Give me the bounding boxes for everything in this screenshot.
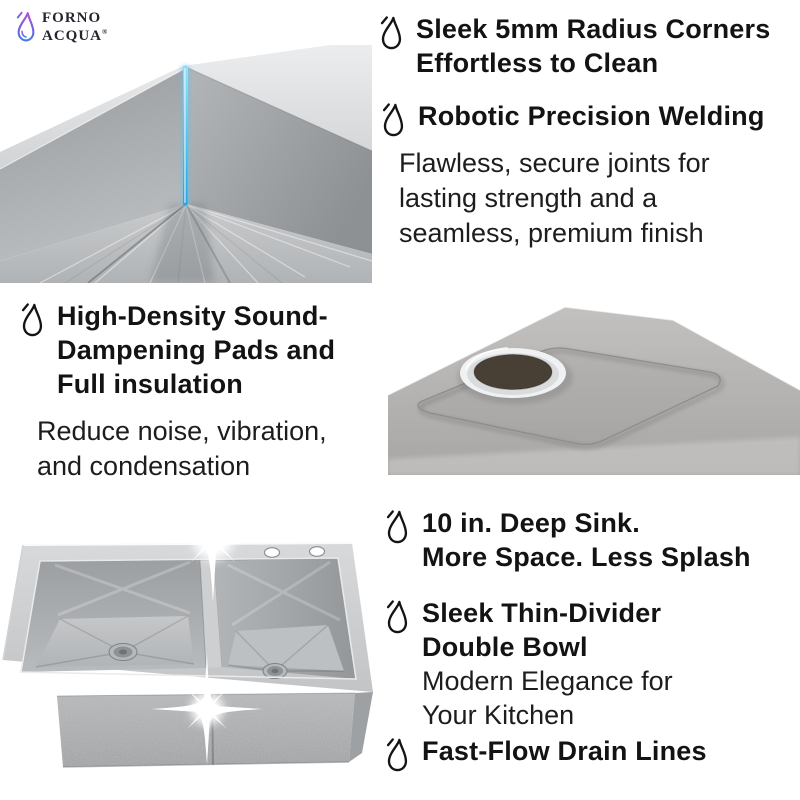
feature-title: 10 in. Deep Sink. More Space. Less Splas… [422, 508, 751, 572]
right-drain [262, 663, 288, 679]
feature-sound-dampening: High-Density Sound- Dampening Pads and F… [16, 299, 376, 401]
water-drop-icon [386, 738, 408, 772]
brand-name: FORNO ACQUA® [42, 10, 108, 44]
feature-title: Robotic Precision Welding [418, 101, 765, 131]
drain-opening [460, 347, 566, 398]
gradient-water-drop-icon [16, 11, 35, 42]
photo-double-bowl-sink [0, 515, 373, 800]
feature-title: Sleek 5mm Radius Corners Effortless to C… [416, 14, 771, 78]
registered-mark: ® [102, 28, 108, 36]
water-drop-icon [382, 103, 404, 137]
photo-sink-corner-closeup [0, 45, 372, 283]
water-drop-icon [21, 303, 43, 337]
feature-title: Fast-Flow Drain Lines [422, 736, 707, 766]
water-drop-icon [386, 600, 408, 634]
thin-divider [200, 560, 222, 668]
feature-body-welding: Flawless, secure joints for lasting stre… [399, 148, 710, 248]
feature-radius-corners: Sleek 5mm Radius Corners Effortless to C… [375, 12, 795, 80]
feature-thin-divider: Sleek Thin-Divider Double Bowl Modern El… [381, 596, 796, 732]
feature-robotic-welding: Robotic Precision Welding [377, 99, 797, 140]
sink-underside-illustration [388, 285, 800, 475]
feature-title: High-Density Sound- Dampening Pads and F… [57, 301, 336, 399]
sink-corner-illustration [0, 45, 372, 283]
brand-logo: FORNO ACQUA® [13, 9, 107, 45]
water-drop-icon [380, 16, 402, 50]
photo-sink-underside-pad [388, 285, 800, 475]
feature-title: Sleek Thin-Divider Double Bowl [422, 598, 662, 662]
feature-body-sound: Reduce noise, vibration, and condensatio… [37, 416, 327, 481]
brand-name-line2: ACQUA [42, 28, 102, 44]
feature-drain-lines: Fast-Flow Drain Lines [381, 734, 796, 775]
faucet-hole [308, 546, 326, 557]
left-drain [108, 643, 138, 661]
brand-name-line1: FORNO [42, 10, 102, 26]
feature-deep-sink: 10 in. Deep Sink. More Space. Less Splas… [381, 506, 796, 574]
feature-body: Modern Elegance for Your Kitchen [422, 666, 673, 730]
sparkle-highlight [151, 515, 275, 602]
water-drop-icon [386, 510, 408, 544]
faucet-hole [263, 547, 281, 558]
double-bowl-sink-illustration [0, 515, 373, 800]
sparkle-highlight [151, 653, 263, 765]
